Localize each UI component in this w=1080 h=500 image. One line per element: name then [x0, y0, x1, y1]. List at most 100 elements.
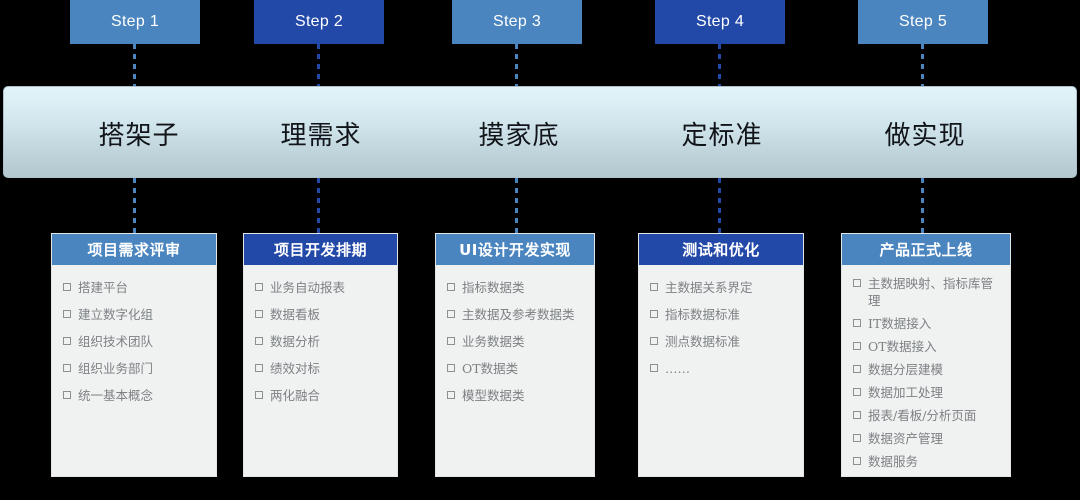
connector-lower-3 [515, 178, 518, 233]
list-item-label: 搭建平台 [78, 280, 129, 295]
card-step-2[interactable]: 项目开发排期 业务自动报表 数据看板 数据分析 绩效对标 两化融合 [243, 233, 398, 477]
list-item[interactable]: 数据服务 [851, 453, 1002, 470]
list-item[interactable]: 报表/看板/分析页面 [851, 407, 1002, 424]
checkbox-square-icon [853, 434, 861, 442]
checkbox-square-icon [853, 411, 861, 419]
list-item[interactable]: 数据分析 [253, 333, 389, 350]
list-item[interactable]: IT数据接入 [851, 315, 1002, 332]
checkbox-square-icon [255, 283, 263, 291]
checkbox-square-icon [447, 283, 455, 291]
list-item[interactable]: 两化融合 [253, 387, 389, 404]
card-header: 项目需求评审 [52, 234, 216, 265]
checkbox-square-icon [63, 283, 71, 291]
connector-lower-5 [921, 178, 924, 233]
list-item[interactable]: 测点数据标准 [648, 333, 795, 350]
list-item[interactable]: 业务自动报表 [253, 279, 389, 296]
list-item[interactable]: OT数据接入 [851, 338, 1002, 355]
list-item[interactable]: 主数据关系界定 [648, 279, 795, 296]
list-item[interactable]: 数据资产管理 [851, 430, 1002, 447]
connector-upper-3 [515, 44, 518, 86]
connector-upper-5 [921, 44, 924, 86]
banner-label-text: 理需求 [280, 120, 362, 151]
list-item-label: 模型数据类 [462, 388, 525, 403]
card-title: 项目开发排期 [273, 241, 367, 259]
list-item-label: 统一基本概念 [78, 388, 154, 403]
list-item-label: OT数据接入 [868, 339, 937, 354]
list-item-label: 主数据及参考数据类 [462, 307, 575, 322]
card-step-3[interactable]: UI设计开发实现 指标数据类 主数据及参考数据类 业务数据类 OT数据类 模型数… [435, 233, 595, 477]
checkbox-square-icon [853, 457, 861, 465]
list-item[interactable]: 搭建平台 [61, 279, 208, 296]
card-header: 产品正式上线 [842, 234, 1010, 265]
checkbox-square-icon [255, 364, 263, 372]
list-item[interactable]: 指标数据类 [445, 279, 586, 296]
list-item[interactable]: 数据看板 [253, 306, 389, 323]
list-item-label: 两化融合 [270, 388, 321, 403]
step-chip-2[interactable]: Step 2 [254, 0, 384, 44]
card-title: UI设计开发实现 [459, 241, 571, 259]
list-item-label: 组织业务部门 [78, 361, 154, 376]
connector-upper-2 [317, 44, 320, 86]
checkbox-square-icon [853, 342, 861, 350]
list-item[interactable]: 组织业务部门 [61, 360, 208, 377]
checkbox-square-icon [853, 319, 861, 327]
step-chip-label: Step 2 [294, 13, 344, 30]
step-chip-1[interactable]: Step 1 [70, 0, 200, 44]
card-step-5[interactable]: 产品正式上线 主数据映射、指标库管理 IT数据接入 OT数据接入 数据分层建模 … [841, 233, 1011, 477]
list-item-label: …… [665, 361, 690, 376]
list-item-label: 业务自动报表 [270, 280, 346, 295]
list-item[interactable]: 主数据及参考数据类 [445, 306, 586, 323]
connector-lower-1 [133, 178, 136, 233]
card-header: 项目开发排期 [244, 234, 397, 265]
checkbox-square-icon [255, 391, 263, 399]
list-item[interactable]: 建立数字化组 [61, 306, 208, 323]
list-item[interactable]: 主数据映射、指标库管理 [851, 275, 1002, 309]
checkbox-square-icon [853, 365, 861, 373]
list-item[interactable]: …… [648, 360, 795, 377]
list-item-label: IT数据接入 [868, 316, 932, 331]
checkbox-square-icon [447, 391, 455, 399]
list-item[interactable]: 绩效对标 [253, 360, 389, 377]
checkbox-square-icon [650, 283, 658, 291]
checkbox-square-icon [63, 364, 71, 372]
list-item-label: 数据加工处理 [868, 385, 944, 400]
list-item[interactable]: 业务数据类 [445, 333, 586, 350]
card-title: 项目需求评审 [87, 241, 181, 259]
list-item-label: 绩效对标 [270, 361, 321, 376]
checkbox-square-icon [63, 391, 71, 399]
checkbox-square-icon [447, 364, 455, 372]
checkbox-square-icon [650, 310, 658, 318]
connector-lower-2 [317, 178, 320, 233]
list-item[interactable]: 统一基本概念 [61, 387, 208, 404]
card-item-list: 业务自动报表 数据看板 数据分析 绩效对标 两化融合 [244, 265, 397, 424]
list-item-label: 指标数据类 [462, 280, 525, 295]
connector-upper-1 [133, 44, 136, 86]
step-chip-5[interactable]: Step 5 [858, 0, 988, 44]
list-item-label: 数据服务 [868, 454, 919, 469]
card-item-list: 指标数据类 主数据及参考数据类 业务数据类 OT数据类 模型数据类 [436, 265, 594, 424]
card-header: 测试和优化 [639, 234, 803, 265]
banner-label-text: 摸家底 [478, 120, 560, 151]
checkbox-square-icon [853, 388, 861, 396]
list-item-label: 数据资产管理 [868, 431, 944, 446]
step-chip-4[interactable]: Step 4 [655, 0, 785, 44]
card-step-4[interactable]: 测试和优化 主数据关系界定 指标数据标准 测点数据标准 …… [638, 233, 804, 477]
list-item[interactable]: OT数据类 [445, 360, 586, 377]
list-item[interactable]: 模型数据类 [445, 387, 586, 404]
step-chip-label: Step 3 [492, 13, 542, 30]
list-item[interactable]: 数据加工处理 [851, 384, 1002, 401]
list-item[interactable]: 指标数据标准 [648, 306, 795, 323]
card-item-list: 搭建平台 建立数字化组 组织技术团队 组织业务部门 统一基本概念 [52, 265, 216, 424]
checkbox-square-icon [650, 337, 658, 345]
list-item-label: 数据分析 [270, 334, 321, 349]
card-step-1[interactable]: 项目需求评审 搭建平台 建立数字化组 组织技术团队 组织业务部门 统一基本概念 [51, 233, 217, 477]
list-item-label: 报表/看板/分析页面 [868, 408, 977, 423]
step-chip-3[interactable]: Step 3 [452, 0, 582, 44]
list-item[interactable]: 数据分层建模 [851, 361, 1002, 378]
checkbox-square-icon [63, 310, 71, 318]
list-item-label: 指标数据标准 [665, 307, 741, 322]
list-item[interactable]: 组织技术团队 [61, 333, 208, 350]
checkbox-square-icon [255, 337, 263, 345]
connector-lower-4 [718, 178, 721, 233]
checkbox-square-icon [447, 310, 455, 318]
